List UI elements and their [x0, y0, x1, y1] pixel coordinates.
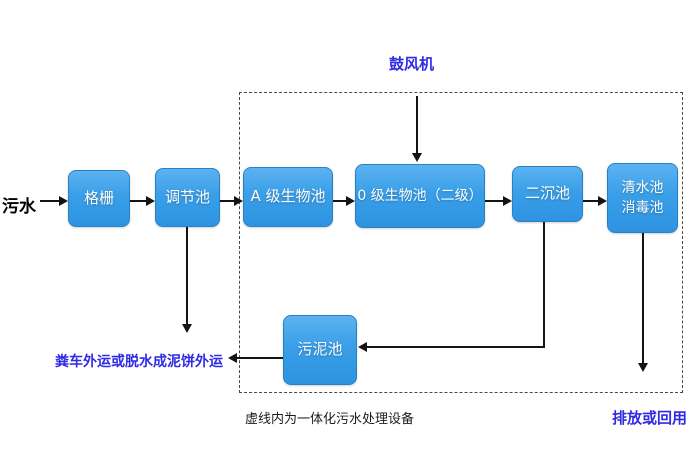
- node-clear-water-disinfection-tank: 清水池 消毒池: [607, 163, 678, 233]
- arrowhead-right-icon: [346, 196, 355, 206]
- connector-sedimentation-sludge-vertical: [543, 222, 545, 348]
- node-sludge-tank: 污泥池: [283, 315, 357, 385]
- node-o-bio-tank-label: 0 级生物池（二级）: [357, 187, 483, 204]
- node-clear-water-label: 清水池: [621, 179, 664, 196]
- node-regulating-tank: 调节池: [155, 168, 220, 227]
- connector-sludge-disposal: [237, 357, 283, 359]
- connector-regulating-abio: [220, 200, 234, 202]
- connector-grid-regulating: [130, 200, 146, 202]
- connector-sedimentation-sludge-horizontal: [367, 346, 544, 348]
- node-disinfection-label: 消毒池: [621, 200, 664, 216]
- blower-label: 鼓风机: [389, 55, 435, 73]
- discharge-label: 排放或回用: [612, 409, 688, 427]
- node-secondary-sedimentation-label: 二沉池: [524, 184, 570, 203]
- inflow-label: 污水: [2, 197, 36, 217]
- arrowhead-right-icon: [503, 196, 512, 206]
- connector-obio-sedimentation: [485, 200, 503, 202]
- arrowhead-right-icon: [59, 196, 68, 206]
- arrowhead-right-icon: [234, 196, 243, 206]
- integrated-equipment-dashed-boundary: [239, 92, 683, 393]
- node-secondary-sedimentation-tank: 二沉池: [512, 166, 583, 222]
- arrowhead-right-icon: [146, 196, 155, 206]
- arrowhead-left-icon: [228, 353, 237, 363]
- node-a-bio-tank: A 级生物池: [243, 167, 333, 227]
- node-grid: 格栅: [68, 170, 130, 227]
- arrowhead-down-icon: [182, 324, 192, 333]
- node-o-bio-tank: 0 级生物池（二级）: [355, 164, 485, 228]
- sludge-disposal-label: 粪车外运或脱水成泥饼外运: [55, 354, 223, 370]
- connector-inflow-grid: [40, 200, 59, 202]
- arrowhead-down-icon: [412, 153, 422, 162]
- connector-blower-obio: [416, 96, 418, 153]
- node-regulating-tank-label: 调节池: [164, 187, 210, 206]
- connector-clearwater-discharge: [642, 233, 644, 363]
- dashed-boundary-note: 虚线内为一体化污水处理设备: [245, 412, 415, 427]
- connector-abio-obio: [333, 200, 346, 202]
- arrowhead-down-icon: [638, 363, 648, 372]
- connector-regulating-disposal: [186, 227, 188, 324]
- node-grid-label: 格栅: [83, 188, 114, 207]
- arrowhead-left-icon: [358, 342, 367, 352]
- node-a-bio-tank-label: A 级生物池: [250, 187, 326, 206]
- node-sludge-tank-label: 污泥池: [297, 340, 343, 359]
- arrowhead-right-icon: [598, 196, 607, 206]
- connector-sedimentation-clearwater: [583, 200, 598, 202]
